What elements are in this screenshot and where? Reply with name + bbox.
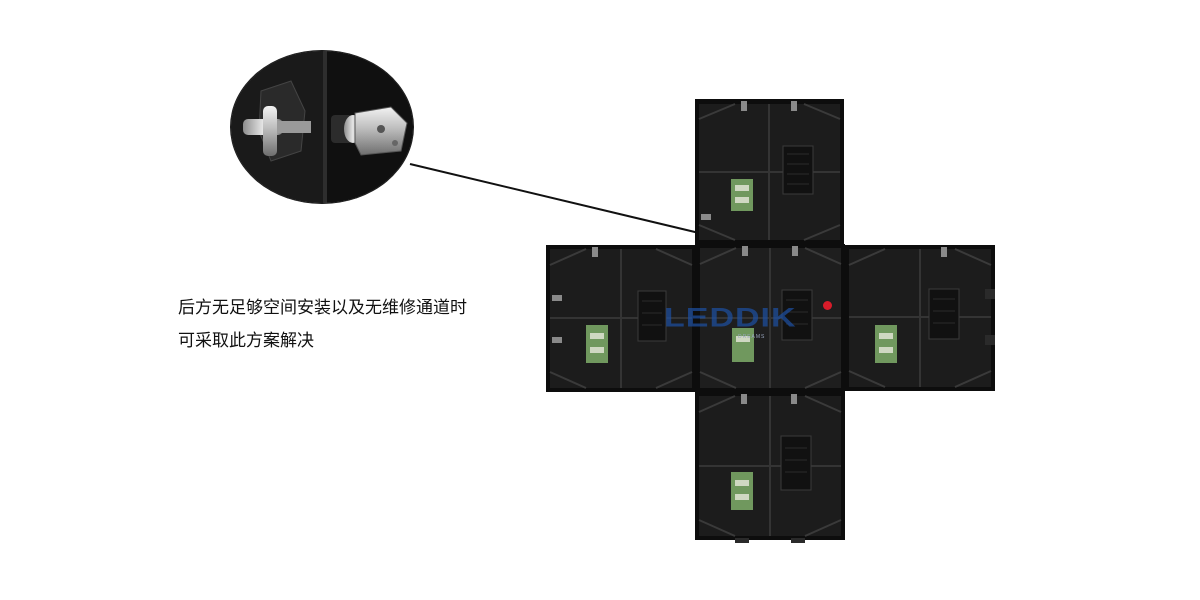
connector-detail-zoom xyxy=(231,51,413,203)
description-caption: 后方无足够空间安装以及无维修通道时 可采取此方案解决 xyxy=(178,292,467,358)
cabinet-bottom xyxy=(695,392,845,543)
caption-line-2: 可采取此方案解决 xyxy=(178,331,314,351)
brand-watermark-subtext: DREAMS xyxy=(738,334,766,340)
cabinet-center xyxy=(696,244,845,392)
brand-watermark: LEDDIK xyxy=(664,303,797,333)
connector-detail-illustration xyxy=(231,51,413,203)
cabinet-top xyxy=(695,99,844,245)
cabinet-right xyxy=(845,245,995,391)
brand-dot xyxy=(823,301,832,310)
caption-line-1: 后方无足够空间安装以及无维修通道时 xyxy=(178,298,467,318)
cabinet-left xyxy=(546,245,696,392)
